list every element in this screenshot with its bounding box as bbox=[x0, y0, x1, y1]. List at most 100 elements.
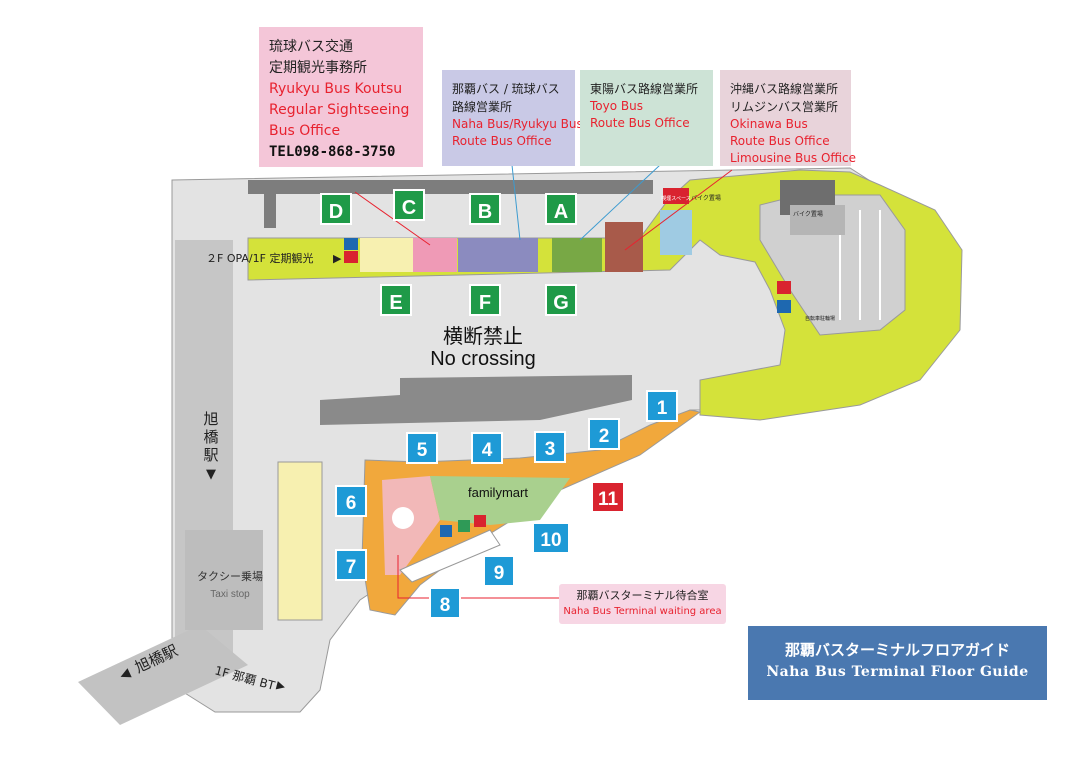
top-shelter bbox=[248, 180, 653, 194]
restroom-icon bbox=[344, 251, 358, 263]
bay-9: 9 bbox=[483, 555, 515, 587]
bay-E-label: E bbox=[389, 292, 402, 314]
naha-ryukyu-jp-line1: 那覇バス / 琉球バス bbox=[452, 82, 560, 96]
waiting-area-label: 那覇バスターミナル待合室 Naha Bus Terminal waiting a… bbox=[559, 584, 726, 624]
toyo-en-line1: Toyo Bus bbox=[590, 99, 643, 113]
leader-naha bbox=[511, 164, 521, 241]
bay-B: B bbox=[469, 193, 501, 225]
top-shelter-left bbox=[264, 194, 276, 228]
bay-1: 1 bbox=[646, 390, 678, 422]
toyo-jp-line1: 東陽バス路線営業所 bbox=[590, 82, 699, 96]
office-box-ryukyu: 琉球バス交通 定期観光事務所 Ryukyu Bus Koutsu Regular… bbox=[259, 27, 423, 167]
pillar bbox=[392, 507, 414, 529]
bay-4-label: 4 bbox=[482, 440, 493, 461]
bay-11-label: 11 bbox=[598, 489, 619, 510]
leader-waiting bbox=[397, 555, 559, 599]
restroom-icon bbox=[458, 520, 470, 532]
bay-G-label: G bbox=[553, 292, 569, 314]
naha-ryukyu-jp-line2: 路線営業所 bbox=[452, 100, 513, 114]
bay-A-label: A bbox=[554, 201, 568, 223]
office-block-light-blue bbox=[660, 210, 692, 255]
stair-block bbox=[360, 238, 413, 272]
bay-7: 7 bbox=[335, 549, 367, 581]
bay-E: E bbox=[380, 284, 412, 316]
okinawa-en-line2: Route Bus Office bbox=[730, 134, 830, 148]
bay-7-label: 7 bbox=[346, 557, 357, 578]
leader-ryukyu bbox=[354, 191, 431, 246]
ryukyu-en-line3: Bus Office bbox=[269, 123, 341, 139]
bay-5: 5 bbox=[406, 432, 438, 464]
restroom-icon bbox=[474, 515, 486, 527]
ryukyu-en-line2: Regular Sightseeing bbox=[269, 102, 410, 118]
bay-B-label: B bbox=[478, 201, 492, 223]
opa-arrow-icon: ▶ bbox=[333, 252, 342, 265]
leader-okinawa bbox=[624, 169, 733, 251]
okinawa-jp-line2: リムジンバス営業所 bbox=[730, 100, 839, 114]
bike-parking-label: バイク置場 bbox=[691, 194, 721, 202]
familymart-label: familymart bbox=[468, 485, 528, 500]
no-crossing-jp: 横断禁止 bbox=[443, 324, 523, 348]
waiting-area-en: Naha Bus Terminal waiting area bbox=[563, 606, 722, 617]
bay-6: 6 bbox=[335, 485, 367, 517]
bay-6-label: 6 bbox=[346, 493, 357, 514]
asahibashi-vertical-1: 旭 bbox=[203, 410, 218, 428]
restroom-icon bbox=[440, 525, 452, 537]
bay-C: C bbox=[393, 189, 425, 221]
bay-2: 2 bbox=[588, 418, 620, 450]
office-block-naha-ryukyu bbox=[458, 238, 538, 272]
bay-4: 4 bbox=[471, 432, 503, 464]
okinawa-jp-line1: 沖縄バス路線営業所 bbox=[730, 82, 839, 96]
bay-9-label: 9 bbox=[494, 563, 505, 584]
floor-guide-jp: 那覇バスターミナルフロアガイド bbox=[784, 641, 1010, 659]
okinawa-en-line3: Limousine Bus Office bbox=[730, 151, 856, 165]
restroom-icon bbox=[777, 300, 791, 313]
bay-8-label: 8 bbox=[440, 595, 451, 616]
asahibashi-vertical-2: 橋 bbox=[203, 428, 218, 446]
familymart-floor bbox=[430, 476, 570, 525]
bay-5-label: 5 bbox=[417, 440, 428, 461]
bay-2-label: 2 bbox=[599, 426, 610, 447]
bike-parking-lot bbox=[790, 205, 845, 235]
bay-3-label: 3 bbox=[545, 439, 556, 460]
leader-toyo bbox=[579, 164, 661, 241]
bay-3: 3 bbox=[534, 431, 566, 463]
okinawa-en-line1: Okinawa Bus bbox=[730, 117, 808, 131]
bay-G: G bbox=[545, 284, 577, 316]
ryukyu-en-line1: Ryukyu Bus Koutsu bbox=[269, 81, 403, 97]
ryukyu-jp-line1: 琉球バス交通 bbox=[269, 39, 353, 55]
bicycle-parking-label: 自転車駐輪場 bbox=[805, 315, 835, 322]
naha-ryukyu-en-line2: Route Bus Office bbox=[452, 134, 552, 148]
office-block-toyo bbox=[552, 238, 602, 272]
bay-11: 11 bbox=[591, 481, 625, 513]
ryukyu-jp-line2: 定期観光事務所 bbox=[269, 60, 367, 76]
bay-10-label: 10 bbox=[540, 530, 561, 551]
ryukyu-tel: TEL098-868-3750 bbox=[269, 144, 396, 160]
bay-D: D bbox=[320, 193, 352, 225]
waiting-area-jp: 那覇バスターミナル待合室 bbox=[576, 589, 709, 602]
taxi-stop-en: Taxi stop bbox=[210, 589, 250, 600]
office-block-okinawa bbox=[605, 222, 643, 272]
bay-10: 10 bbox=[532, 522, 570, 554]
bay-D-label: D bbox=[329, 201, 343, 223]
middle-shelter bbox=[320, 375, 632, 425]
left-building bbox=[277, 461, 323, 621]
no-crossing-en: No crossing bbox=[430, 348, 536, 370]
bay-F: F bbox=[469, 284, 501, 316]
bay-1-label: 1 bbox=[657, 398, 668, 419]
office-box-naha-ryukyu: 那覇バス / 琉球バス 路線営業所 Naha Bus/Ryukyu Bus Ro… bbox=[442, 70, 583, 166]
waiting-benches bbox=[399, 529, 501, 583]
taxi-stop-area bbox=[185, 530, 263, 630]
naha-ryukyu-en-line1: Naha Bus/Ryukyu Bus bbox=[452, 117, 583, 131]
bay-F-label: F bbox=[479, 292, 491, 314]
floor-guide-en: Naha Bus Terminal Floor Guide bbox=[766, 664, 1029, 680]
floor-guide-title: 那覇バスターミナルフロアガイド Naha Bus Terminal Floor … bbox=[748, 626, 1047, 700]
bay-C-label: C bbox=[402, 197, 416, 219]
smoking-area-sign bbox=[663, 188, 689, 204]
office-box-toyo: 東陽バス路線営業所 Toyo Bus Route Bus Office bbox=[580, 70, 713, 166]
bay-A: A bbox=[545, 193, 577, 225]
restroom-icon bbox=[777, 281, 791, 294]
office-block-ryukyu bbox=[413, 238, 457, 272]
bay-8: 8 bbox=[429, 587, 461, 619]
opa-label: ２F OPA/1F 定期観光 bbox=[206, 251, 313, 265]
